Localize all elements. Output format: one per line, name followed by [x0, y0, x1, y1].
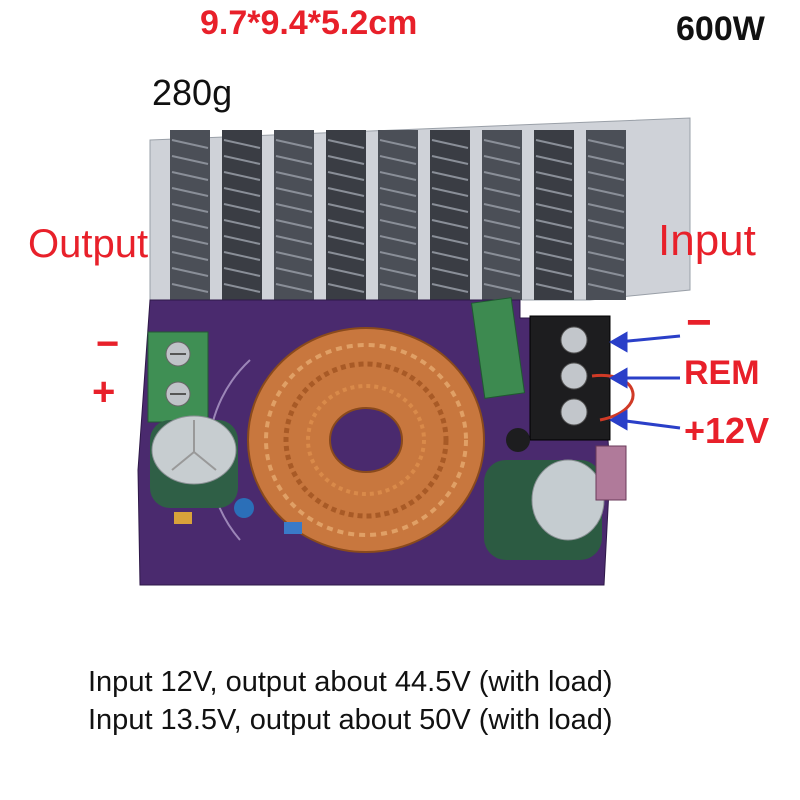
weight-label: 280g	[152, 72, 233, 113]
heatsink-fins	[170, 130, 626, 300]
output-label: Output	[28, 222, 149, 266]
output-plus-label: +	[92, 370, 116, 414]
output-terminal	[147, 331, 209, 423]
plus-12v-label: +12V	[684, 410, 770, 451]
arrows	[608, 331, 681, 431]
input-capacitor	[484, 459, 605, 560]
dimensions-label: 9.7*9.4*5.2cm	[200, 4, 418, 42]
caption-line-2: Input 13.5V, output about 50V (with load…	[88, 704, 613, 736]
power-label: 600W	[676, 10, 765, 48]
input-minus-label: −	[686, 298, 712, 347]
rem-label: REM	[684, 354, 760, 392]
output-minus-label: −	[96, 322, 120, 366]
output-capacitor	[150, 415, 238, 508]
input-terminal	[529, 315, 611, 441]
caption-line-1: Input 12V, output about 44.5V (with load…	[88, 666, 613, 698]
rem-jumper-wire	[591, 373, 635, 422]
input-label: Input	[658, 216, 756, 265]
control-board	[470, 297, 526, 399]
toroid-inductor	[247, 327, 485, 553]
